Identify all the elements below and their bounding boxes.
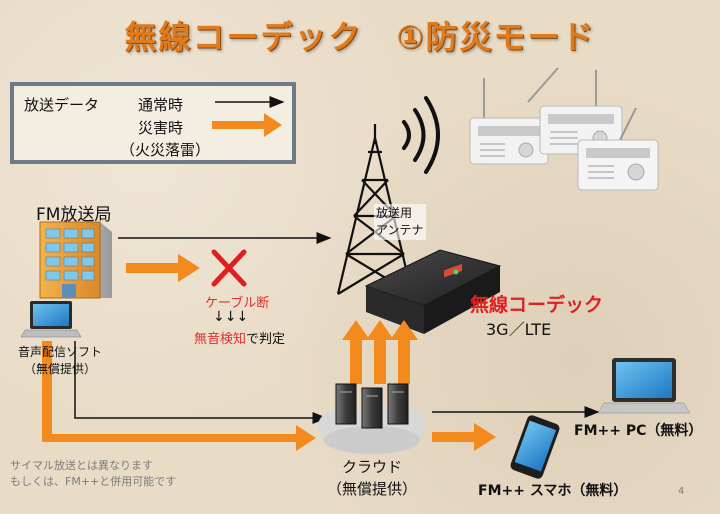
pc-laptop-icon xyxy=(597,358,691,414)
legend-disaster-arrow xyxy=(212,113,282,137)
codec-device-icon xyxy=(364,249,502,334)
judgment-word: で判定 xyxy=(246,332,286,347)
note-line2: もしくは、FM++と併用可能です xyxy=(10,475,177,488)
cloud-label: クラウド （無償提供） xyxy=(314,456,430,500)
silent-detection-word: 無音検知 xyxy=(194,332,247,347)
fm-pc-label: FM++ PC（無料） xyxy=(574,423,703,439)
radio-wave-icon xyxy=(402,96,440,174)
radio-receiver-icon xyxy=(469,67,659,191)
orange-arrow-to-cut xyxy=(126,254,200,282)
down-arrows: ↓↓↓ xyxy=(213,309,249,325)
note: サイマル放送とは異なります もしくは、FM++と併用可能です xyxy=(10,458,176,490)
antenna-line2: アンテナ xyxy=(376,223,424,237)
software-line2: （無償提供） xyxy=(23,362,96,376)
legend-disaster-example: （火災落雷） xyxy=(120,141,211,159)
smartphone-icon xyxy=(510,415,560,479)
orange-arrows-up xyxy=(342,320,418,384)
cloud-line2: （無償提供） xyxy=(326,480,417,498)
laptop-icon xyxy=(20,301,82,338)
cross-icon xyxy=(211,249,247,287)
server-icon xyxy=(335,383,409,429)
antenna-line1: 放送用 xyxy=(376,206,413,220)
slide-title: 無線コーデック ①防災モード xyxy=(124,18,596,56)
silent-detection-label: 無音検知で判定 xyxy=(194,328,285,347)
codec-name-label: 無線コーデック xyxy=(470,294,604,316)
legend-broadcast-data: 放送データ xyxy=(24,96,100,114)
page-number: 4 xyxy=(678,486,685,497)
legend-normal: 通常時 xyxy=(138,96,184,114)
orange-arrow-to-cloud xyxy=(42,341,316,451)
antenna-label: 放送用 アンテナ xyxy=(374,204,426,240)
fm-station-label: FM放送局 xyxy=(36,205,112,225)
cloud-line1: クラウド xyxy=(341,458,402,476)
codec-network-label: 3G／LTE xyxy=(486,320,552,339)
software-line1: 音声配信ソフト xyxy=(17,345,102,359)
note-line1: サイマル放送とは異なります xyxy=(10,459,153,472)
orange-arrow-to-smartphone xyxy=(432,423,496,451)
fm-smartphone-label: FM++ スマホ（無料） xyxy=(478,483,628,499)
normal-arrow-to-cloud xyxy=(74,341,328,424)
building-icon xyxy=(39,221,112,299)
legend-disaster: 災害時 xyxy=(138,119,184,137)
cable-cut-label: ケーブル断 xyxy=(205,296,270,311)
software-label: 音声配信ソフト （無償提供） xyxy=(8,344,112,378)
